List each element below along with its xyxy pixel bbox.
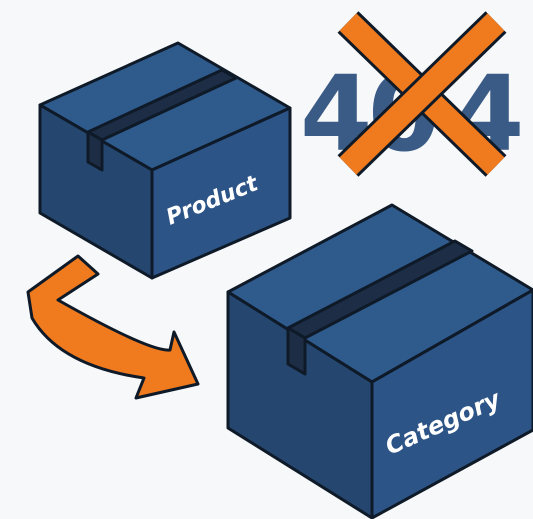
category-box-tape-front [288, 328, 305, 374]
product-box [40, 43, 290, 278]
category-box [228, 205, 533, 518]
move-arrow-icon [28, 256, 198, 398]
product-box-tape-front [88, 132, 102, 170]
